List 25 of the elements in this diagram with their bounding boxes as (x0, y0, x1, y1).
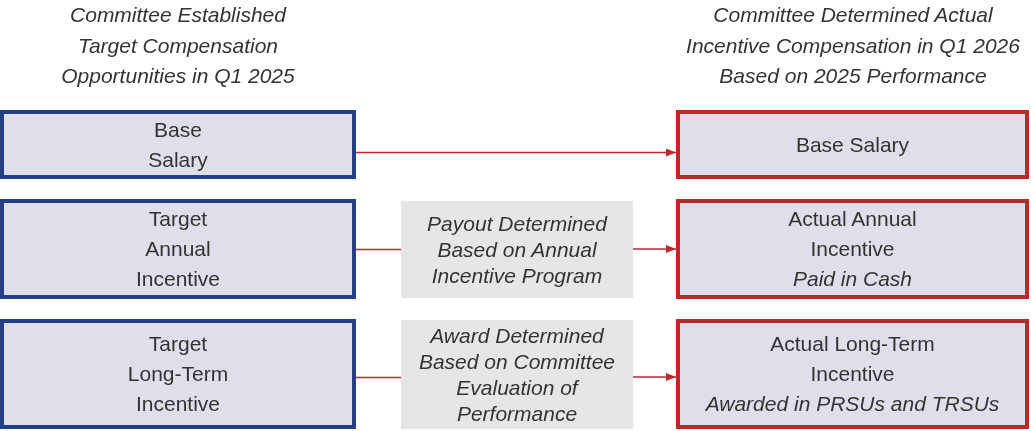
target-compensation-box (0, 199, 356, 299)
actual-compensation-box (676, 199, 1029, 299)
column-heading: Committee Determined Actual Incentive Compensation in Q1 2026 Based on 2025 Performance (685, 2, 1021, 89)
box-title: Actual Long-Term Incentive (769, 331, 936, 387)
box-title: Actual Annual Incentive (787, 206, 918, 262)
box-title: Payout Determined Based on Annual Incentive Program (426, 210, 609, 289)
box-title: Target Long-Term Incentive (126, 331, 230, 417)
box-title: Base Salary (147, 116, 209, 173)
box-title: Base Salary (795, 131, 910, 158)
box-title: Award Determined Based on Committee Evaluation of Performance (417, 322, 617, 427)
arrow (632, 373, 677, 381)
target-compensation-box (0, 319, 356, 429)
target-compensation-box (0, 110, 356, 179)
process-box (401, 320, 633, 429)
connector-line (355, 376, 402, 379)
actual-compensation-box (676, 110, 1029, 179)
box-title: Target Annual Incentive (134, 206, 222, 292)
arrow (632, 245, 677, 253)
column-heading: Committee Established Target Compensation Opportunities in Q1 2025 (60, 2, 296, 89)
process-box (401, 201, 633, 298)
connector-line (355, 248, 402, 251)
box-note: Awarded in PRSUs and TRSUs (705, 391, 1000, 417)
arrow (355, 148, 677, 157)
box-note: Paid in Cash (792, 266, 913, 292)
actual-compensation-box (676, 319, 1029, 429)
